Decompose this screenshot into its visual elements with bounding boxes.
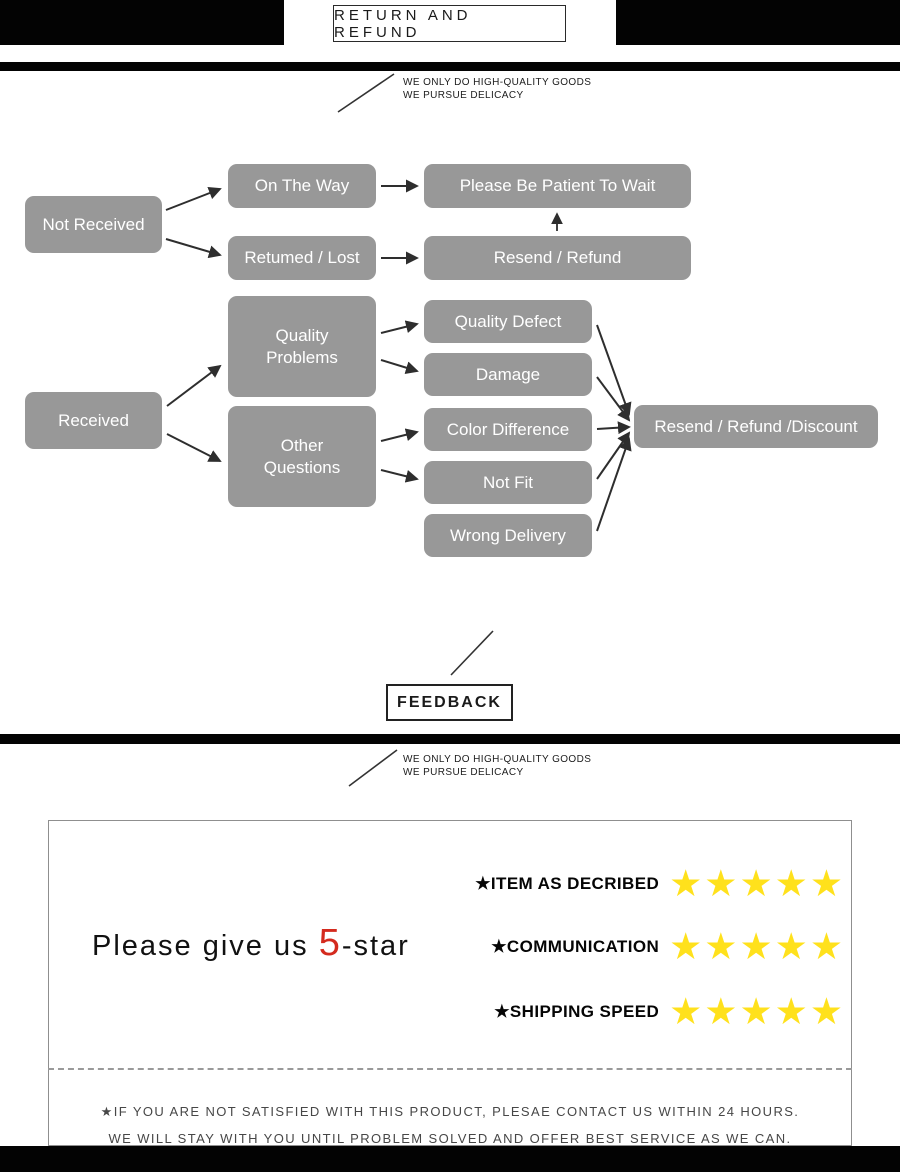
flow-box-be-patient: Please Be Patient To Wait	[424, 164, 691, 208]
rating-row-communication: ★COMMUNICATION ★★★★★	[491, 925, 845, 969]
plea-prefix: Please give us	[92, 930, 309, 962]
arrow	[166, 364, 222, 407]
flow-box-received: Received	[25, 392, 162, 449]
flow-box-quality-defect: Quality Defect	[424, 300, 592, 343]
arrow	[596, 324, 632, 416]
other-questions-line1: Other	[280, 436, 324, 456]
flow-box-outcome: Resend / Refund /Discount	[634, 405, 878, 448]
flowchart-arrows	[165, 179, 632, 532]
flow-box-quality-problems: Quality Problems	[228, 296, 376, 397]
flow-box-returned-lost: Retumed / Lost	[228, 236, 376, 280]
arrow	[380, 469, 419, 483]
arrow	[165, 238, 222, 259]
tagline-line2: WE PURSUE DELICACY	[403, 767, 524, 778]
flow-box-wrong-delivery: Wrong Delivery	[424, 514, 592, 557]
other-questions-line2: Questions	[263, 457, 341, 477]
flow-box-on-the-way: On The Way	[228, 164, 376, 208]
bottom-bar	[0, 1146, 900, 1172]
arrow	[596, 421, 631, 435]
divider-bar-middle	[0, 734, 900, 744]
tagline-line1: WE ONLY DO HIGH-QUALITY GOODS	[403, 754, 592, 765]
slash-mark-3	[348, 749, 398, 787]
rating-label: ★SHIPPING SPEED	[494, 1002, 660, 1021]
tagline-line1: WE ONLY DO HIGH-QUALITY GOODS	[403, 77, 592, 88]
divider-bar-top	[0, 62, 900, 71]
tagline-block-1: WE ONLY DO HIGH-QUALITY GOODS WE PURSUE …	[403, 76, 591, 102]
service-note-line2: WE WILL STAY WITH YOU UNTIL PROBLEM SOLV…	[108, 1131, 792, 1146]
rating-row-item-as-described: ★ITEM AS DECRIBED ★★★★★	[475, 862, 845, 906]
arrow	[596, 431, 631, 480]
tagline-line2: WE PURSUE DELICACY	[403, 90, 524, 101]
five-star-icons: ★★★★★	[669, 926, 845, 967]
flow-box-not-received: Not Received	[25, 196, 162, 253]
flow-box-damage: Damage	[424, 353, 592, 396]
arrow	[165, 186, 222, 211]
plea-suffix: -star	[341, 930, 410, 962]
rating-label: ★ITEM AS DECRIBED	[475, 874, 660, 893]
arrow	[596, 437, 632, 532]
five-star-icons: ★★★★★	[669, 863, 845, 904]
arrow	[380, 359, 419, 374]
tagline-block-2: WE ONLY DO HIGH-QUALITY GOODS WE PURSUE …	[403, 753, 591, 779]
slash-mark-2	[450, 630, 494, 676]
feedback-panel	[48, 820, 852, 1146]
slash-mark-1	[337, 73, 395, 113]
feedback-title: FEEDBACK	[386, 684, 513, 721]
dashed-divider	[48, 1068, 852, 1070]
quality-problems-line2: Problems	[266, 347, 338, 367]
service-note-line1: ★IF YOU ARE NOT SATISFIED WITH THIS PROD…	[100, 1104, 800, 1119]
quality-problems-line1: Quality	[275, 326, 329, 346]
flow-box-color-difference: Color Difference	[424, 408, 592, 451]
flow-box-other-questions: Other Questions	[228, 406, 376, 507]
arrow	[380, 320, 419, 334]
arrow	[380, 428, 419, 442]
plea-number: 5	[318, 922, 342, 964]
rating-label: ★COMMUNICATION	[491, 937, 660, 956]
top-bar-left	[0, 0, 284, 45]
top-bar-right	[616, 0, 900, 45]
arrow	[166, 433, 222, 462]
arrow	[596, 376, 631, 422]
return-refund-title: RETURN AND REFUND	[333, 5, 566, 42]
five-star-plea: Please give us 5-star	[92, 922, 410, 965]
five-star-icons: ★★★★★	[669, 991, 845, 1032]
flow-box-not-fit: Not Fit	[424, 461, 592, 504]
flow-box-resend-refund: Resend / Refund	[424, 236, 691, 280]
rating-row-shipping-speed: ★SHIPPING SPEED ★★★★★	[494, 990, 845, 1034]
